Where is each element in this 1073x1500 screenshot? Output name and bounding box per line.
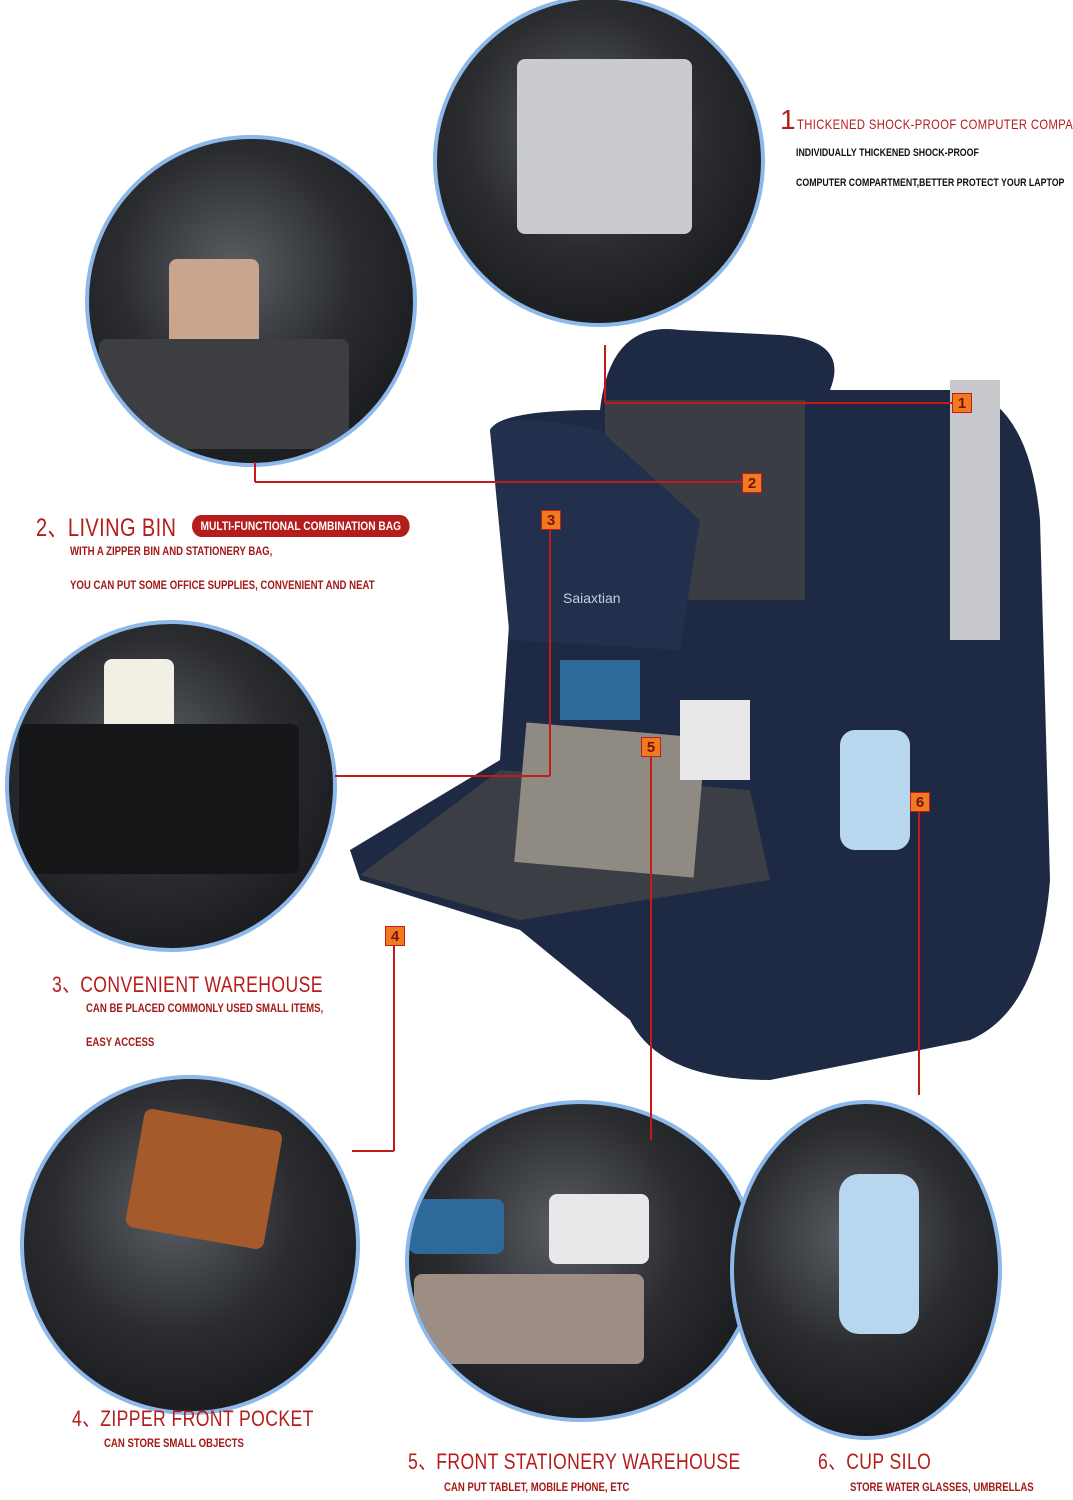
marker-2: 2	[742, 473, 762, 493]
feature-3-line-1: CAN BE PLACED COMMONLY USED SMALL ITEMS,	[86, 1001, 324, 1015]
marker-4: 4	[385, 926, 405, 946]
feature-2-line-2: YOU CAN PUT SOME OFFICE SUPPLIES, CONVEN…	[70, 578, 375, 592]
laptop-compartment-photo	[433, 0, 765, 327]
convenient-warehouse-photo	[5, 620, 337, 952]
feature-1-line-1: INDIVIDUALLY THICKENED SHOCK-PROOF	[796, 147, 979, 159]
feature-6-line-1: STORE WATER GLASSES, UMBRELLAS	[850, 1480, 1034, 1494]
cup-silo-photo	[730, 1100, 1002, 1440]
leader-line-1	[604, 345, 606, 403]
leader-line-5	[650, 755, 652, 1140]
backpack-image: Saiaxtian	[350, 329, 1050, 1080]
feature-4-title: 4、ZIPPER FRONT POCKET	[72, 1406, 314, 1431]
feature-6-title: 6、CUP SILO	[818, 1449, 932, 1474]
feature-2-badge: MULTI-FUNCTIONAL COMBINATION BAG	[192, 515, 410, 537]
marker-1: 1	[952, 393, 972, 413]
marker-6: 6	[910, 792, 930, 812]
feature-2-title: 2、LIVING BIN	[36, 514, 177, 542]
leader-line-2	[254, 462, 256, 482]
front-stationery-photo	[405, 1100, 757, 1422]
feature-1-line-2: COMPUTER COMPARTMENT,BETTER PROTECT YOUR…	[796, 177, 1065, 189]
leader-line-2	[255, 481, 743, 483]
zipper-front-pocket-photo	[20, 1075, 360, 1415]
feature-4-line-1: CAN STORE SMALL OBJECTS	[104, 1436, 244, 1450]
feature-5-title: 5、FRONT STATIONERY WAREHOUSE	[408, 1449, 741, 1474]
living-bin-photo	[85, 135, 417, 467]
leader-line-1	[605, 402, 952, 404]
brand-logo: Saiaxtian	[563, 590, 621, 606]
marker-5: 5	[641, 737, 661, 757]
feature-1-number: 1	[780, 104, 796, 135]
feature-2-line-1: WITH A ZIPPER BIN AND STATIONERY BAG,	[70, 544, 273, 558]
feature-5-line-1: CAN PUT TABLET, MOBILE PHONE, ETC	[444, 1480, 630, 1494]
leader-line-4	[393, 945, 395, 1151]
feature-3-line-2: EASY ACCESS	[86, 1035, 155, 1049]
leader-line-6	[918, 810, 920, 1095]
leader-line-4	[352, 1150, 394, 1152]
feature-1-title: THICKENED SHOCK-PROOF COMPUTER COMPARTME…	[797, 116, 1073, 132]
leader-line-3	[549, 528, 551, 776]
feature-3-title: 3、CONVENIENT WAREHOUSE	[52, 972, 323, 997]
leader-line-3	[335, 775, 550, 777]
marker-3: 3	[541, 510, 561, 530]
